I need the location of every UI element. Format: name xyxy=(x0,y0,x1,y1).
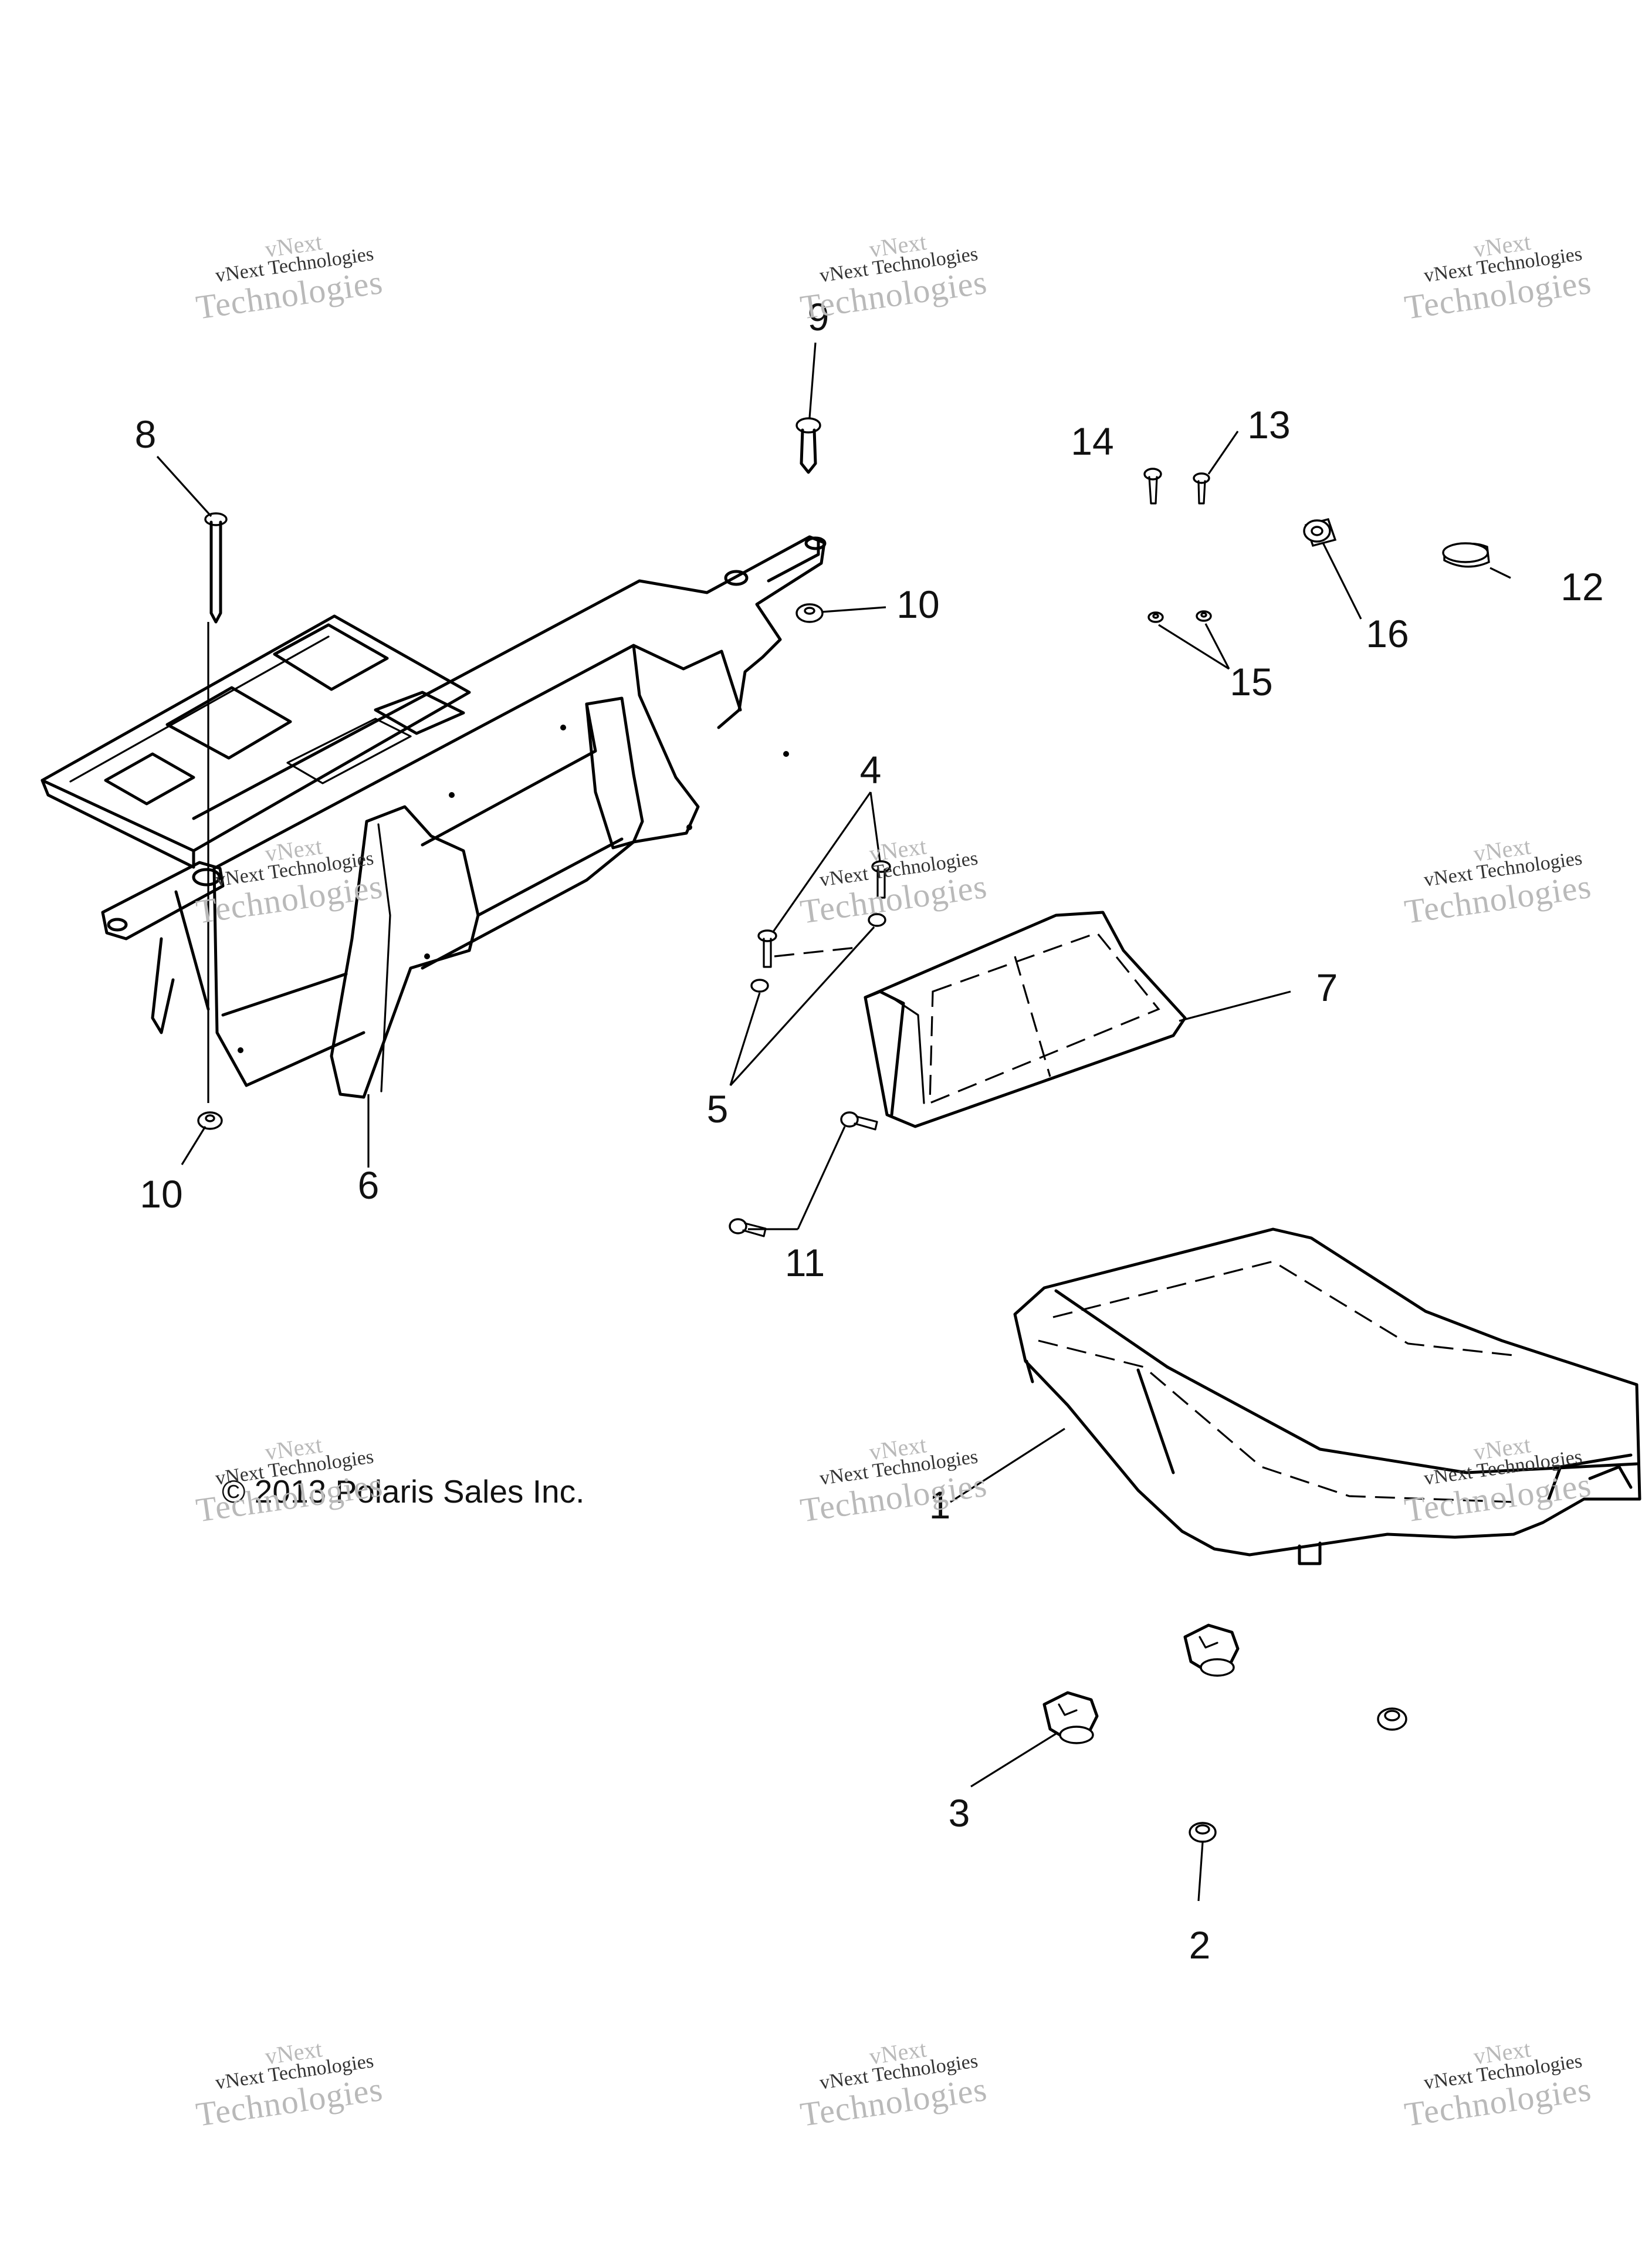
callout-15: 15 xyxy=(1230,660,1273,703)
callout-12: 12 xyxy=(1560,565,1604,608)
callout-9: 9 xyxy=(807,295,830,339)
grommet-part-2 xyxy=(1189,1707,1407,1843)
callout-1: 1 xyxy=(929,1483,951,1527)
screw-part-4 xyxy=(757,860,891,968)
nut-part-5 xyxy=(750,913,886,993)
bolt-part-8 xyxy=(204,512,228,1103)
bolt-part-11 xyxy=(729,1111,878,1237)
callout-6: 6 xyxy=(357,1163,380,1207)
leader-lines xyxy=(156,342,1511,1902)
plug-part-12 xyxy=(1442,542,1490,568)
seat-part-1 xyxy=(1013,1227,1641,1565)
grommet-part-16 xyxy=(1303,517,1337,547)
callout-8: 8 xyxy=(134,412,157,456)
callout-11: 11 xyxy=(784,1241,825,1284)
callout-10-lower: 10 xyxy=(140,1172,183,1216)
nut-part-10-upper xyxy=(795,603,824,623)
callout-3: 3 xyxy=(948,1791,970,1835)
callout-10-upper: 10 xyxy=(896,583,940,626)
screw-part-13 xyxy=(1193,472,1210,505)
callout-5: 5 xyxy=(706,1087,729,1131)
callout-2: 2 xyxy=(1189,1923,1211,1967)
screw-part-14 xyxy=(1143,468,1162,505)
callout-7: 7 xyxy=(1316,966,1338,1009)
copyright-notice: © 2013 Polaris Sales Inc. xyxy=(222,1473,585,1510)
callout-16: 16 xyxy=(1366,612,1409,655)
callout-4: 4 xyxy=(859,748,882,791)
callout-14: 14 xyxy=(1071,420,1114,463)
rivet-part-9 xyxy=(795,417,821,474)
washer-part-15 xyxy=(1147,610,1212,623)
rear-rack-part-6 xyxy=(40,535,827,1099)
latch-part-3 xyxy=(1042,1623,1240,1744)
back-rest-part-7 xyxy=(864,911,1187,1128)
nut-part-10-lower xyxy=(197,1111,223,1130)
callout-13: 13 xyxy=(1247,403,1291,446)
